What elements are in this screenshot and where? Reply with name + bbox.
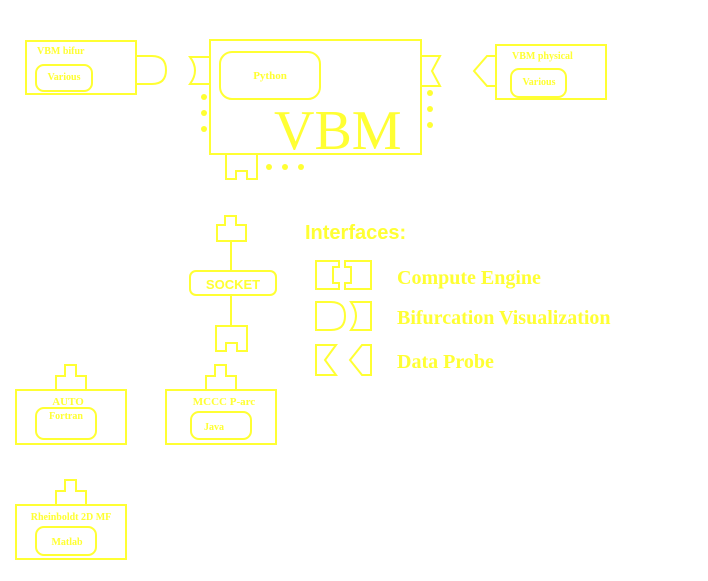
python-pill	[219, 51, 321, 100]
probe-port-icon	[420, 55, 442, 87]
decorative-dots	[201, 90, 433, 170]
auto-connector-icon	[55, 364, 87, 390]
mccc-box	[165, 389, 277, 445]
physical-language: Various	[523, 77, 556, 88]
bifur-language: Various	[48, 72, 81, 83]
legend-compute-female-icon	[344, 260, 372, 290]
rheinboldt-pill	[35, 526, 97, 556]
socket-box	[189, 270, 277, 296]
physical-box	[495, 44, 607, 100]
socket-top-connector-icon	[216, 215, 247, 242]
vbm-main-box	[209, 39, 422, 155]
physical-connector-icon	[472, 55, 496, 87]
auto-language: Fortran	[49, 411, 83, 422]
legend-title: Interfaces:	[305, 222, 406, 244]
diagram-shapes	[15, 39, 607, 560]
legend-item-compute: Compute Engine	[397, 267, 541, 289]
diagram-labels: VBM Python VBM bifur Various VBM physica…	[31, 46, 611, 548]
socket-label: SOCKET	[206, 277, 260, 292]
physical-pill	[510, 68, 567, 98]
legend-probe-male-icon	[315, 344, 338, 376]
mccc-title: MCCC P-arc	[193, 396, 256, 408]
rheinboldt-title: Rheinboldt 2D MF	[31, 512, 112, 523]
legend-compute-male-icon	[315, 260, 340, 290]
auto-box	[15, 389, 127, 445]
bifur-box	[25, 40, 137, 95]
auto-title: AUTO	[52, 396, 84, 408]
compute-port-icon	[225, 154, 258, 180]
legend-bifur-male-icon	[315, 301, 347, 331]
legend-item-bifurcation: Bifurcation Visualization	[397, 307, 611, 329]
bifur-pill	[35, 64, 93, 92]
legend-bifur-female-icon	[349, 301, 372, 331]
bifur-connector-icon	[136, 55, 168, 85]
socket-bottom-connector-icon	[215, 325, 248, 352]
legend-item-probe: Data Probe	[397, 351, 494, 373]
auto-pill	[35, 407, 97, 440]
bifur-title: VBM bifur	[37, 46, 85, 57]
mccc-connector-icon	[205, 364, 237, 390]
rheinboldt-language: Matlab	[51, 537, 83, 548]
physical-title: VBM physical	[512, 51, 573, 62]
mccc-language: Java	[204, 422, 224, 433]
rheinboldt-box	[15, 504, 127, 560]
bifur-port-icon	[188, 56, 211, 85]
vbm-main-title: VBM	[274, 100, 402, 162]
mccc-pill	[190, 411, 252, 440]
vbm-main-language: Python	[253, 70, 287, 82]
legend-probe-female-icon	[348, 344, 372, 376]
rheinboldt-connector-icon	[55, 479, 87, 505]
